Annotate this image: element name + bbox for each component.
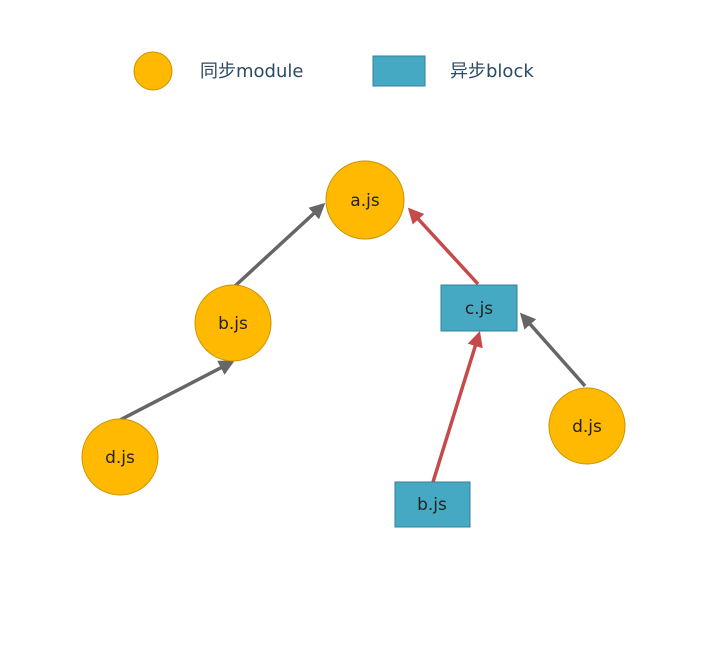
node-label: d.js xyxy=(572,417,602,437)
legend-module-label: 同步module xyxy=(200,61,303,82)
node-a-js: a.js xyxy=(325,160,405,240)
module-circle xyxy=(548,387,626,465)
module-circle xyxy=(325,160,405,240)
module-circle xyxy=(81,418,159,496)
legend-block-label: 异步block xyxy=(450,61,534,82)
node-label: c.js xyxy=(465,299,493,319)
edge-b-right-to-c xyxy=(431,330,483,483)
edges xyxy=(119,202,587,483)
block-rect xyxy=(440,284,518,332)
node-b-js-sync: b.js xyxy=(194,284,272,362)
edge-d-right-to-c xyxy=(519,312,587,388)
block-rect xyxy=(394,481,471,528)
node-label: d.js xyxy=(105,448,135,468)
legend-module-swatch xyxy=(133,51,173,91)
node-label: a.js xyxy=(350,191,380,211)
node-label: b.js xyxy=(218,314,248,334)
legend-block-swatch xyxy=(372,55,426,87)
node-c-js: c.js xyxy=(440,284,518,332)
edge-c-to-a xyxy=(407,207,480,286)
module-circle xyxy=(194,284,272,362)
node-label: b.js xyxy=(417,495,447,515)
legend: 同步module 异步block xyxy=(133,51,534,91)
node-d-js-right: d.js xyxy=(548,387,626,465)
edge-d-left-to-b-left xyxy=(119,360,235,422)
node-d-js-left: d.js xyxy=(81,418,159,496)
edge-b-left-to-a xyxy=(233,202,326,288)
node-b-js-async: b.js xyxy=(394,481,471,528)
